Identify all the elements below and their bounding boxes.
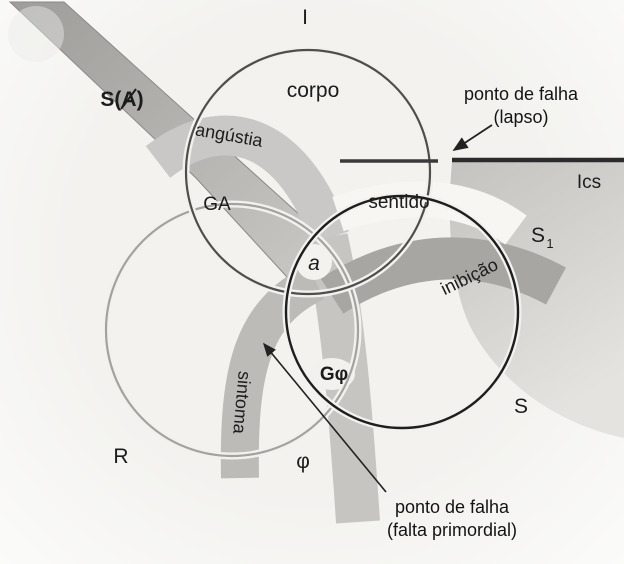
- imaginary-ring-label: I: [302, 6, 308, 29]
- symbolic-ring: [284, 194, 520, 430]
- lapso-arrow: [452, 124, 493, 151]
- g-phi-label: Gφ: [320, 364, 348, 385]
- s1-subscript: 1: [546, 236, 553, 251]
- sentido-label: sentido: [368, 192, 429, 213]
- imaginary-ring: [184, 48, 432, 296]
- ics-label: Ics: [577, 172, 601, 193]
- falta-annotation-line1: ponto de falha: [395, 497, 510, 517]
- s1-label: S: [531, 224, 545, 247]
- lapso-annotation-line1: ponto de falha: [464, 84, 579, 104]
- corpo-label: corpo: [287, 79, 340, 102]
- watermark: [8, 6, 64, 62]
- real-ring-label: R: [113, 445, 128, 468]
- falta-arrow: [262, 342, 387, 493]
- symbolic-ring-label: S: [514, 395, 528, 418]
- object-a-label: a: [308, 252, 320, 275]
- real-ring: [104, 202, 360, 458]
- lapso-annotation-line2: (lapso): [493, 107, 548, 127]
- falta-annotation-line2: (falta primordial): [387, 520, 517, 540]
- phi-label: φ: [296, 450, 310, 473]
- ga-label: GA: [203, 194, 231, 215]
- angustia-band: [145, 115, 349, 245]
- s-barred-a-strike: [120, 88, 137, 110]
